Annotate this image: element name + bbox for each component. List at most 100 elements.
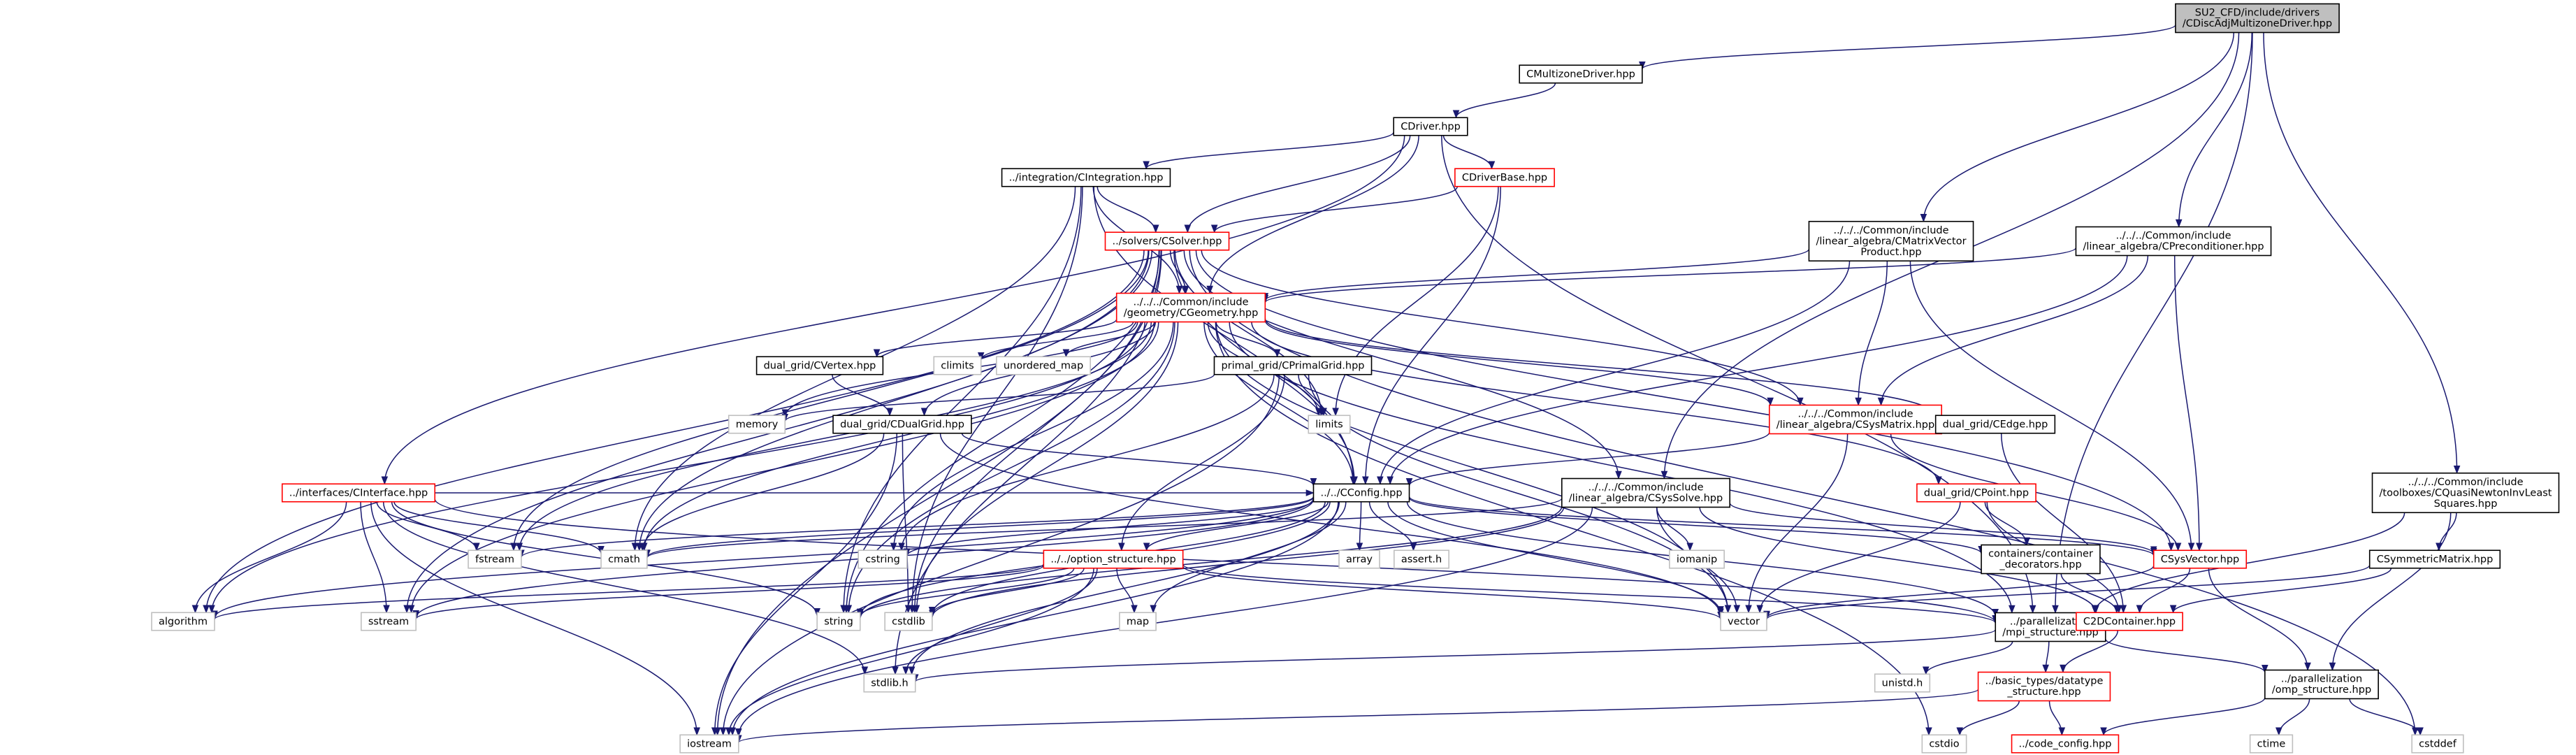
edge-datatype-to-code-config (2048, 700, 2066, 736)
node-cvertex[interactable]: dual_grid/CVertex.hpp (755, 356, 884, 375)
edge-cdriverbase-to-csolver (1210, 186, 1459, 233)
edge-csyssolve-to-iostream (735, 507, 1593, 737)
edge-cmatrixvector-to-csysmatrix (1855, 261, 1888, 406)
node-cprimalgrid[interactable]: primal_grid/CPrimalGrid.hpp (1213, 356, 1373, 375)
edge-option-structure-to-vector (1182, 566, 1724, 620)
node-label-line: cstdlib (892, 616, 925, 627)
node-label-line: cmath (608, 554, 640, 565)
node-label-line: ../parallelization (2281, 674, 2362, 685)
node-cconfig[interactable]: ../../CConfig.hpp (1312, 483, 1410, 503)
node-label-line: /linear_algebra/CSysSolve.hpp (1569, 493, 1723, 504)
edge-cdualgrid-to-cconfig (961, 433, 1317, 487)
node-label-line: vector (1728, 616, 1760, 627)
edge-cgeometry-to-cstdio (1215, 322, 1932, 736)
edge-cdriver-to-cintegration (1143, 131, 1394, 170)
edge-root-to-cquasinewton (2263, 32, 2461, 474)
node-assert-h: assert.h (1394, 549, 1449, 569)
edge-cprecond-to-cgeometry (1261, 247, 2077, 304)
node-box (2011, 734, 2120, 754)
node-datatype[interactable]: ../basic_types/datatype_structure.hpp (1977, 671, 2111, 702)
node-label-line: ../basic_types/datatype (1985, 676, 2104, 687)
node-box (468, 549, 522, 569)
edge-option-structure-to-sstream (412, 564, 1045, 620)
node-label-line: ../solvers/CSolver.hpp (1112, 236, 1222, 247)
node-box (2371, 472, 2560, 514)
node-array: array (1338, 549, 1380, 569)
node-iomanip: iomanip (1669, 549, 1725, 569)
node-csyssolve[interactable]: ../../../Common/include/linear_algebra/C… (1561, 477, 1731, 508)
node-unistd-h: unistd.h (1874, 673, 1931, 693)
node-cmultizone[interactable]: CMultizoneDriver.hpp (1519, 64, 1643, 84)
edge-cconfig-to-map (1150, 501, 1347, 614)
node-box (1921, 734, 1967, 754)
edge-cgeometry-to-cvertex (873, 319, 1117, 358)
edge-csymmetric-to-vector (1763, 564, 2371, 621)
node-box (1104, 231, 1230, 251)
node-label-line: algorithm (159, 616, 208, 627)
node-cdriver[interactable]: CDriver.hpp (1393, 117, 1468, 136)
node-containers[interactable]: containers/container_decorators.hpp (1981, 544, 2101, 575)
node-cdualgrid[interactable]: dual_grid/CDualGrid.hpp (832, 415, 972, 434)
node-limits: limits (1308, 415, 1351, 434)
node-cgeometry[interactable]: ../../../Common/include/geometry/CGeomet… (1115, 292, 1266, 323)
edge-mpi-structure-to-stdlib-h (912, 629, 1996, 683)
node-box (2411, 734, 2464, 754)
node-cedge[interactable]: dual_grid/CEdge.hpp (1934, 415, 2056, 434)
edge-cmultizone-to-cdriver (1452, 82, 1556, 119)
edge-root-to-cmultizone (1639, 24, 2176, 70)
node-box (1213, 356, 1373, 375)
node-box (1001, 168, 1171, 187)
edge-cconfig-to-assert-h (1368, 501, 1417, 552)
node-label-line: _decorators.hpp (1999, 559, 2081, 570)
edge-cinterface-to-algorithm (191, 501, 347, 614)
edge-cconfig-to-csysvector (1408, 496, 2157, 556)
edge-csyssolve-to-csysvector (1729, 503, 2157, 555)
node-label-line: ../integration/CIntegration.hpp (1009, 172, 1164, 183)
node-label-line: dual_grid/CEdge.hpp (1943, 419, 2048, 430)
node-box (863, 673, 916, 693)
node-box (1394, 549, 1449, 569)
edge-cgeometry-to-climits (978, 322, 1134, 361)
node-option-structure[interactable]: ../../option_structure.hpp (1043, 549, 1184, 569)
node-box (2075, 226, 2272, 257)
node-cprecond[interactable]: ../../../Common/include/linear_algebra/C… (2075, 226, 2272, 257)
node-cstring: cstring (858, 549, 908, 569)
edge-cmatrixvector-to-cgeometry (1261, 248, 1810, 302)
node-code-config[interactable]: ../code_config.hpp (2011, 734, 2120, 754)
edge-csolver-to-csysmatrix (1201, 250, 1804, 406)
edge-cgeometry-to-sstream (407, 322, 1155, 614)
node-cdriverbase[interactable]: CDriverBase.hpp (1454, 168, 1555, 187)
edge-csysmatrix-to-cconfig (1405, 432, 1770, 487)
node-label-line: iostream (687, 738, 732, 749)
edge-csyssolve-to-iomanip (1656, 507, 1693, 552)
node-csymmetric[interactable]: CSymmetricMatrix.hpp (2368, 549, 2501, 569)
edge-cgeometry-to-fstream (516, 322, 1152, 552)
node-label-line: /omp_structure.hpp (2272, 684, 2371, 696)
node-c2dcontainer[interactable]: C2DContainer.hpp (2076, 612, 2183, 631)
node-csolver[interactable]: ../solvers/CSolver.hpp (1104, 231, 1230, 251)
node-omp-structure[interactable]: ../parallelization/omp_structure.hpp (2264, 669, 2379, 700)
node-box (1338, 549, 1380, 569)
node-box (281, 483, 436, 503)
node-cintegration[interactable]: ../integration/CIntegration.hpp (1001, 168, 1171, 187)
edge-cquasinewton-to-omp-structure (2329, 512, 2452, 671)
node-cinterface[interactable]: ../interfaces/CInterface.hpp (281, 483, 436, 503)
node-label-line: ../../../Common/include (1133, 297, 1248, 308)
node-cmatrixvector[interactable]: ../../../Common/include/linear_algebra/C… (1808, 220, 1974, 262)
node-root[interactable]: SU2_CFD/include/drivers/CDiscAdjMultizon… (2175, 3, 2340, 34)
node-box (832, 415, 972, 434)
node-cquasinewton[interactable]: ../../../Common/include/toolboxes/CQuasi… (2371, 472, 2560, 514)
node-csysvector[interactable]: CSysVector.hpp (2152, 549, 2248, 569)
node-cmath: cmath (600, 549, 648, 569)
node-label-line: ../../../Common/include (1588, 482, 1703, 494)
node-label-line: ../../../Common/include (2408, 477, 2523, 488)
node-label-line: cstddef (2419, 738, 2457, 749)
edge-csolver-to-algorithm (203, 250, 1145, 614)
edge-cdualgrid-to-cmath (639, 433, 885, 552)
node-csysmatrix[interactable]: ../../../Common/include/linear_algebra/C… (1768, 404, 1943, 435)
node-cpoint[interactable]: dual_grid/CPoint.hpp (1916, 483, 2036, 503)
edge-omp-structure-to-code-config (2100, 697, 2266, 736)
edge-omp-structure-to-ctime (2275, 698, 2310, 736)
edge-cmatrixvector-to-csysvector (1909, 261, 2195, 552)
